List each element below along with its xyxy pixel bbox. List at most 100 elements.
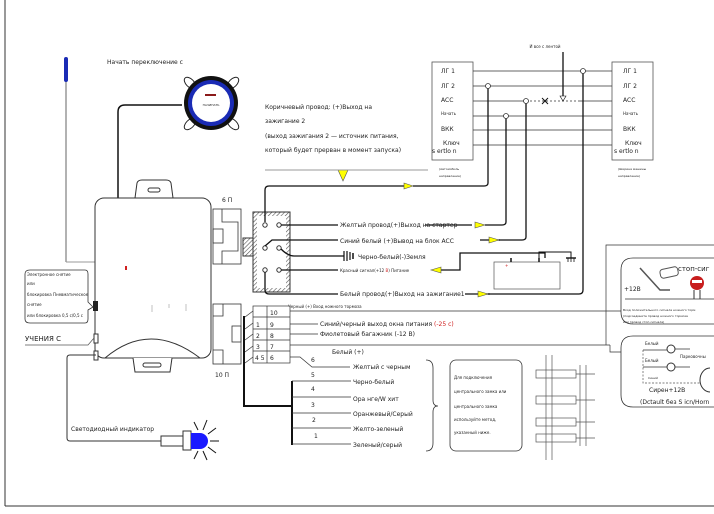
lock-note-box: Для подключения центрального замка или ц… bbox=[449, 359, 523, 452]
splice-nodes bbox=[485, 68, 586, 119]
brake-box-title: стоп-сиг bbox=[678, 265, 710, 273]
brown-wire-note: зажигание 2 bbox=[265, 118, 305, 125]
ten-pin-block bbox=[252, 305, 291, 364]
unit-note-line: снятие bbox=[27, 302, 42, 307]
svg-text:3: 3 bbox=[256, 344, 260, 351]
brake-box: стоп-сиг +12В Вход положительного сигнал… bbox=[620, 257, 714, 325]
wire-white-label: Белый (+) bbox=[332, 349, 364, 356]
lamp-icon bbox=[666, 362, 676, 372]
learning-label: УЧЕНИЯ С bbox=[25, 335, 61, 343]
svg-text:+12В: +12В bbox=[624, 286, 641, 293]
lamp-icon bbox=[666, 344, 676, 354]
white-wire-to-parking bbox=[609, 345, 621, 353]
learning-wire bbox=[25, 337, 95, 346]
svg-text:(Dctault без S icn/Horn: (Dctault без S icn/Horn bbox=[640, 399, 710, 406]
unit-note-line: блокировка Пневматическое bbox=[27, 292, 89, 297]
svg-text:Ключ: Ключ bbox=[443, 140, 460, 147]
svg-text:(подсоедините провод ножного т: (подсоедините провод ножного тормоза bbox=[623, 314, 688, 318]
svg-text:3: 3 bbox=[311, 402, 315, 409]
wire-window-label: Синий/черный выход окна питания (-25 c) bbox=[320, 321, 454, 328]
battery-icon: + bbox=[493, 251, 576, 290]
wire-trunk-label: Фиолетовый багажник (-12 В) bbox=[320, 331, 415, 338]
svg-text:7: 7 bbox=[270, 344, 274, 351]
connector-10p-label: 10 П bbox=[215, 372, 229, 379]
brace bbox=[425, 359, 439, 452]
switch-title: Начать переключение с bbox=[107, 59, 183, 66]
connector-10p-plug bbox=[212, 303, 242, 365]
arrow-right-icon bbox=[477, 290, 490, 298]
svg-text:центрального замка или: центрального замка или bbox=[454, 389, 507, 394]
svg-text:Белый: Белый bbox=[645, 341, 659, 346]
switch-wire bbox=[117, 104, 182, 200]
svg-text:s ertlo n: s ertlo n bbox=[614, 148, 639, 155]
relay-box-left: ЛГ 1 ЛГ 2 ACC Начать ВКК Ключ s ertlo n … bbox=[431, 61, 474, 178]
ignition-switch-icon: НАЧИНАТЬ bbox=[183, 76, 240, 131]
arrow-icons bbox=[337, 169, 501, 298]
unit-note-box: Электронное снятие или блокировка Пневма… bbox=[24, 269, 94, 324]
brake-wire bbox=[605, 244, 714, 345]
six-pin-block bbox=[242, 211, 291, 293]
svg-text:Синий: Синий bbox=[648, 376, 658, 380]
svg-text:направление): направление) bbox=[439, 174, 461, 178]
alarm-control-unit bbox=[93, 179, 212, 373]
arrow-right-icon bbox=[474, 221, 487, 229]
svg-text:4 5: 4 5 bbox=[255, 355, 265, 362]
svg-text:6: 6 bbox=[270, 355, 274, 362]
wire-starter-label: Желтый провод(+)Выход на стартер bbox=[340, 222, 458, 229]
svg-text:ВКК: ВКК bbox=[623, 126, 636, 133]
brown-wire-note: который будет прерван в момент запуска) bbox=[265, 147, 401, 154]
svg-text:Ключ: Ключ bbox=[625, 140, 642, 147]
svg-text:центрального замка: центрального замка bbox=[454, 404, 498, 409]
svg-text:2: 2 bbox=[256, 333, 260, 340]
wire-power-label: Красный сигнал(+12 В) Питание bbox=[340, 268, 410, 273]
brake-pedal-icon bbox=[639, 267, 670, 291]
svg-text:Желто-зеленый: Желто-зеленый bbox=[353, 426, 403, 433]
unit-note-line: или блокировка 0,5 с/0,5 с bbox=[27, 313, 83, 318]
unit-note-line: или bbox=[27, 281, 35, 286]
svg-text:5: 5 bbox=[311, 372, 315, 379]
svg-text:Оранжевый/Серый: Оранжевый/Серый bbox=[353, 411, 413, 418]
switch-face-label: НАЧИНАТЬ bbox=[203, 103, 220, 107]
relay-box-right: ЛГ 1 ЛГ 2 ACC Начать ВКК Ключ s ertlo n … bbox=[611, 61, 654, 178]
svg-text:ACC: ACC bbox=[441, 97, 453, 104]
svg-text:(Автомобиль: (Автомобиль bbox=[439, 167, 459, 171]
siren-box: Белый Белый Парковочны Синий Сирен+12В (… bbox=[620, 335, 714, 408]
led-wire bbox=[66, 354, 162, 442]
svg-text:9: 9 bbox=[270, 322, 274, 329]
connector-6p-label: 6 П bbox=[222, 197, 232, 204]
wire-acc-label: Синий белый (+)Вывод на блок ACC bbox=[340, 238, 454, 245]
svg-text:Для подключения: Для подключения bbox=[454, 375, 493, 380]
brown-wire-note: Коричневый провод: (+)Выход на bbox=[265, 104, 372, 111]
wire-ignition1-label: Белый провод(+)Выход на зажигание1 bbox=[340, 291, 465, 298]
ground-symbol-icon bbox=[343, 251, 354, 261]
svg-text:ЛГ 1: ЛГ 1 bbox=[441, 68, 455, 75]
connector-6p-plug bbox=[212, 208, 242, 265]
svg-text:1: 1 bbox=[314, 433, 318, 440]
svg-text:направление): направление) bbox=[618, 174, 640, 178]
svg-text:ЛГ 2: ЛГ 2 bbox=[623, 83, 637, 90]
arrow-right-icon bbox=[403, 182, 414, 190]
led-label: Светодиодный индикатор bbox=[71, 426, 154, 433]
svg-text:Сирен+12В: Сирен+12В bbox=[649, 387, 685, 394]
led-indicator-icon bbox=[160, 419, 219, 461]
arrow-left-icon bbox=[429, 266, 442, 274]
wire-ground-label: Черно-белый(-)Земля bbox=[358, 254, 426, 261]
ten-pin-numbers: 1 2 3 4 5 10 9 8 7 6 bbox=[255, 310, 278, 362]
lock-harness bbox=[243, 316, 292, 407]
svg-text:Зеленый/серый: Зеленый/серый bbox=[353, 442, 402, 449]
unit-note-line: Электронное снятие bbox=[27, 272, 71, 277]
door-lock-actuators-icon bbox=[535, 355, 595, 460]
antenna bbox=[64, 57, 96, 263]
svg-text:(Ширина машины: (Ширина машины bbox=[618, 167, 647, 171]
svg-text:Начать: Начать bbox=[441, 111, 457, 116]
svg-text:указанный ниже.: указанный ниже. bbox=[454, 430, 491, 435]
relay-lines bbox=[473, 70, 612, 146]
svg-text:используйте метод,: используйте метод, bbox=[454, 417, 496, 422]
